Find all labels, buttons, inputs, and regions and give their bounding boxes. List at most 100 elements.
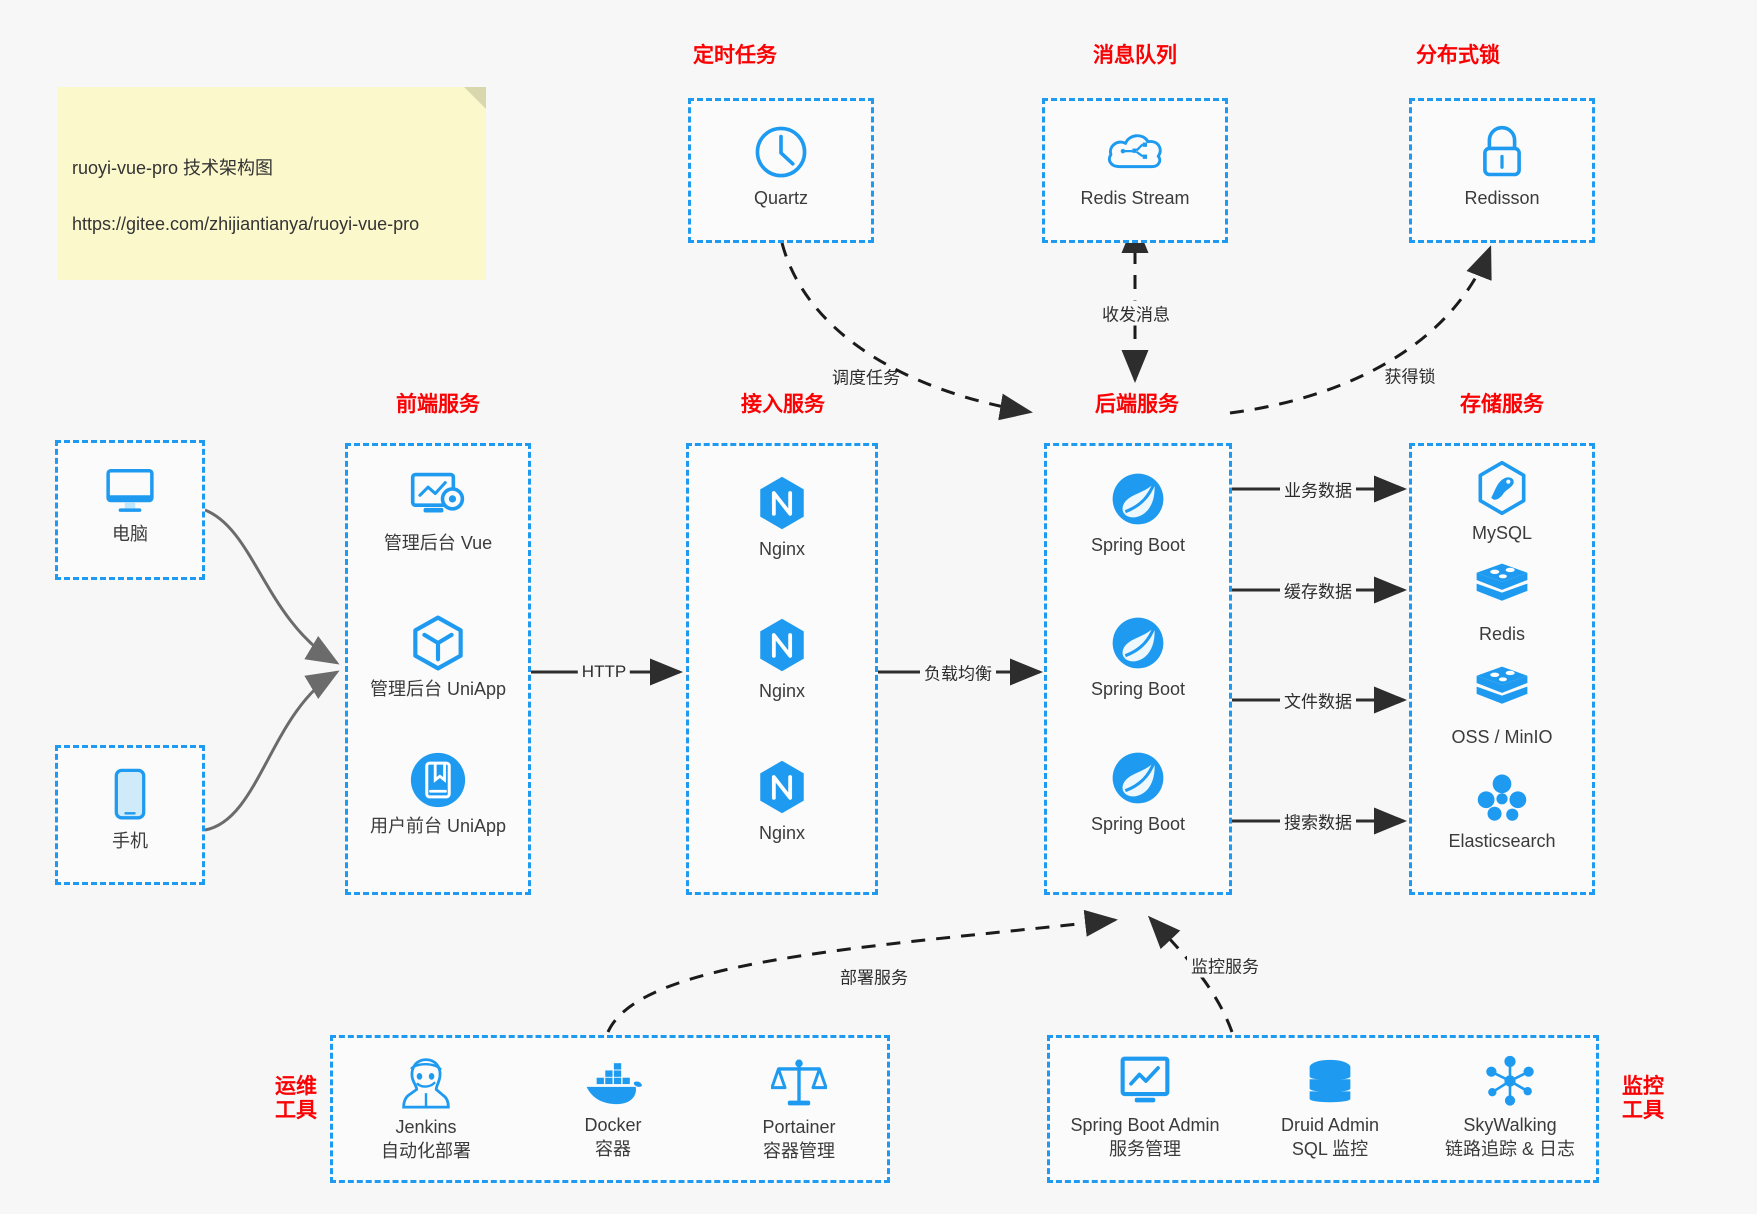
node-label-oss-minio: OSS / MinIO (1451, 727, 1553, 747)
node-label-skywalking: SkyWalking (1463, 1115, 1557, 1135)
node-druid-admin[interactable]: Druid Admin SQL 监控 (1240, 1058, 1420, 1162)
node-label-nginx-2: Nginx (758, 681, 806, 701)
node-label-nginx-3: Nginx (758, 823, 806, 843)
spring-boot-icon (1112, 617, 1164, 669)
node-label-portainer: Portainer (762, 1117, 836, 1137)
jenkins-icon (402, 1058, 450, 1109)
edge-label-load-balance: 负载均衡 (920, 659, 996, 685)
group-title-devops: 运维 工具 (275, 1075, 317, 1123)
node-nginx-2[interactable]: Nginx (689, 616, 875, 703)
mobile-icon (114, 768, 146, 820)
node-user-uniapp[interactable]: 用户前台 UniApp (348, 751, 528, 838)
group-title-gateway: 接入服务 (741, 393, 825, 416)
node-redis-stream[interactable]: Redis Stream (1045, 123, 1225, 210)
node-label-spring-boot-1: Spring Boot (1090, 535, 1186, 555)
node-label-mobile: 手机 (112, 831, 148, 851)
group-title-scheduled-task: 定时任务 (693, 44, 777, 67)
node-label-spring-boot-2: Spring Boot (1090, 679, 1186, 699)
node-label-redisson: Redisson (1464, 188, 1540, 208)
node-redis[interactable]: Redis (1412, 561, 1592, 646)
redis-icon (1476, 563, 1528, 601)
node-sublabel-portainer: 容器管理 (763, 1141, 835, 1162)
group-title-frontend: 前端服务 (396, 393, 480, 416)
node-label-nginx-1: Nginx (758, 539, 806, 559)
node-sublabel-skywalking: 链路追踪 & 日志 (1444, 1139, 1575, 1160)
node-admin-vue[interactable]: 管理后台 Vue (348, 470, 528, 555)
node-label-redis: Redis (1478, 624, 1526, 644)
node-sublabel-druid-admin: SQL 监控 (1291, 1139, 1369, 1160)
node-label-redis-stream: Redis Stream (1080, 188, 1190, 208)
group-box-message-queue: Redis Stream (1042, 98, 1228, 243)
node-label-spring-boot-3: Spring Boot (1090, 814, 1186, 834)
group-title-message-queue: 消息队列 (1093, 44, 1177, 67)
group-title-backend: 后端服务 (1095, 393, 1179, 416)
node-redisson[interactable]: Redisson (1412, 123, 1592, 210)
node-spring-boot-2[interactable]: Spring Boot (1047, 614, 1229, 701)
node-mysql[interactable]: MySQL (1412, 460, 1592, 545)
group-box-gateway: Nginx Nginx Nginx (686, 443, 878, 895)
edge-label-business-data: 业务数据 (1280, 476, 1356, 502)
group-box-monitoring: Spring Boot Admin 服务管理 Druid Admin SQL 监… (1047, 1035, 1599, 1183)
node-label-jenkins: Jenkins (395, 1117, 457, 1137)
node-label-docker: Docker (584, 1115, 642, 1135)
node-sublabel-jenkins: 自动化部署 (381, 1141, 471, 1162)
diagram-note: ruoyi-vue-pro 技术架构图 https://gitee.com/zh… (58, 87, 486, 281)
node-nginx-3[interactable]: Nginx (689, 758, 875, 845)
edge-label-acquire-lock: 获得锁 (1384, 367, 1436, 387)
node-admin-uniapp[interactable]: 管理后台 UniApp (348, 614, 528, 701)
node-label-admin-uniapp: 管理后台 UniApp (369, 679, 507, 699)
clock-icon (755, 126, 807, 178)
cloud-stream-icon (1107, 134, 1162, 169)
node-sublabel-spring-boot-admin: 服务管理 (1109, 1139, 1181, 1160)
oss-icon (1476, 666, 1528, 704)
node-label-quartz: Quartz (753, 188, 809, 208)
database-stack-icon (1309, 1059, 1351, 1103)
node-label-spring-boot-admin: Spring Boot Admin (1070, 1115, 1220, 1135)
edge-label-schedule-task: 调度任务 (832, 368, 900, 388)
node-jenkins[interactable]: Jenkins 自动化部署 (333, 1054, 519, 1164)
spring-boot-icon (1112, 752, 1164, 804)
group-box-devops: Jenkins 自动化部署 Docker 容器 (330, 1035, 890, 1183)
nginx-icon (760, 760, 804, 814)
group-box-backend: Spring Boot Spring Boot Spring Boot (1044, 443, 1232, 895)
skywalking-icon (1486, 1055, 1534, 1106)
edge-label-search-data: 搜索数据 (1280, 808, 1356, 834)
edge-label-monitor-service: 监控服务 (1187, 952, 1263, 978)
group-box-distributed-lock: Redisson (1409, 98, 1595, 243)
node-mobile[interactable]: 手机 (58, 766, 202, 853)
group-title-storage: 存储服务 (1460, 393, 1544, 416)
group-title-distributed-lock: 分布式锁 (1416, 44, 1500, 67)
note-line-url: https://gitee.com/zhijiantianya/ruoyi-vu… (72, 213, 420, 234)
note-fold-corner (464, 87, 486, 109)
node-docker[interactable]: Docker 容器 (520, 1062, 706, 1162)
group-box-storage: MySQL Redis OSS / MinIO (1409, 443, 1595, 895)
node-label-elasticsearch: Elasticsearch (1448, 831, 1556, 851)
portainer-icon (771, 1059, 827, 1106)
edge-label-deploy-service: 部署服务 (836, 963, 912, 989)
edge-label-file-data: 文件数据 (1280, 687, 1356, 713)
mysql-icon (1478, 460, 1526, 516)
node-elasticsearch[interactable]: Elasticsearch (1412, 768, 1592, 853)
node-sublabel-docker: 容器 (595, 1139, 631, 1160)
app-book-icon (410, 752, 466, 808)
node-portainer[interactable]: Portainer 容器管理 (706, 1054, 892, 1164)
group-title-monitoring: 监控 工具 (1622, 1075, 1664, 1123)
node-spring-boot-3[interactable]: Spring Boot (1047, 749, 1229, 836)
desktop-icon (106, 469, 154, 512)
node-desktop[interactable]: 电脑 (58, 463, 202, 546)
node-quartz[interactable]: Quartz (691, 123, 871, 210)
dashboard-gear-icon (410, 472, 465, 513)
edge-label-send-receive-message: 收发消息 (1098, 300, 1174, 326)
node-nginx-1[interactable]: Nginx (689, 474, 875, 561)
spring-boot-icon (1112, 473, 1164, 525)
node-label-user-uniapp: 用户前台 UniApp (369, 816, 507, 836)
hexagon-cube-icon (413, 615, 463, 671)
node-oss-minio[interactable]: OSS / MinIO (1412, 664, 1592, 749)
node-spring-boot-admin[interactable]: Spring Boot Admin 服务管理 (1050, 1054, 1240, 1162)
edge-label-http: HTTP (577, 662, 631, 682)
group-box-scheduled-task: Quartz (688, 98, 874, 243)
monitor-chart-icon (1120, 1056, 1170, 1103)
node-skywalking[interactable]: SkyWalking 链路追踪 & 日志 (1418, 1054, 1602, 1162)
node-spring-boot-1[interactable]: Spring Boot (1047, 470, 1229, 557)
